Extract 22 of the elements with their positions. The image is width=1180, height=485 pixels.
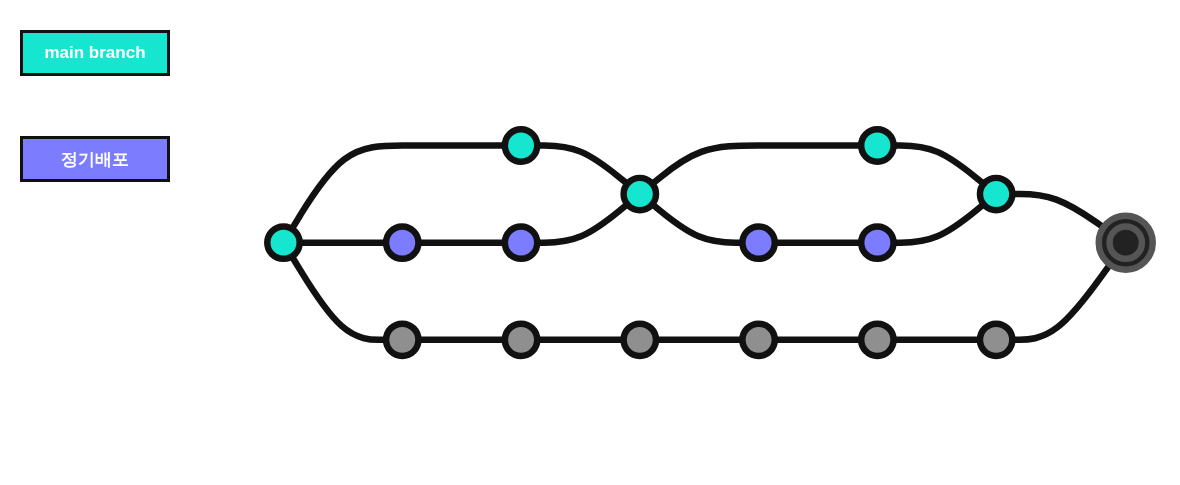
node-circle: [739, 320, 779, 360]
legend-label: main branch: [44, 43, 146, 63]
connector: [418, 239, 505, 246]
node-circle: [857, 223, 897, 262]
node-circle: [620, 320, 660, 360]
node-circle: [382, 320, 422, 360]
node-circle: [739, 223, 779, 262]
node-circle: [857, 125, 897, 165]
connector: [537, 201, 630, 246]
connector: [418, 336, 505, 343]
node-circle: [976, 320, 1016, 360]
node-picture: [1095, 212, 1156, 273]
node-circle: [976, 174, 1016, 214]
node-circle: [501, 320, 541, 360]
node-circle: [501, 223, 541, 262]
node-circle: [501, 125, 541, 165]
node-circle: [264, 223, 303, 262]
connector: [537, 336, 624, 343]
node-circle: [382, 223, 422, 262]
node-circle: [857, 320, 897, 360]
node-circle: [620, 174, 660, 214]
legend-label: 정기배포: [61, 148, 129, 171]
